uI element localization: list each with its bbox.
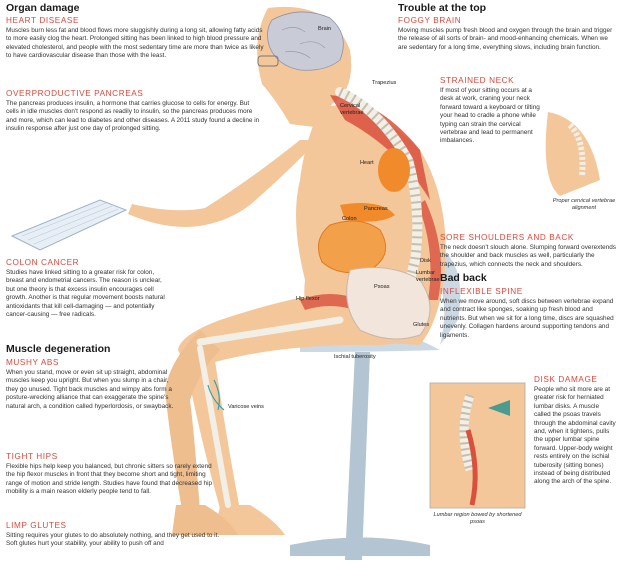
bad-back-title: Bad back bbox=[440, 272, 487, 284]
label-colon: Colon bbox=[342, 216, 357, 222]
brain-graphic bbox=[267, 11, 344, 71]
disk-damage-text: People who sit more are at greater risk … bbox=[534, 386, 616, 486]
label-hip-flexor: Hip flexor bbox=[296, 296, 320, 302]
label-disk: Disk bbox=[420, 258, 431, 264]
label-heart: Heart bbox=[360, 160, 374, 166]
lumbar-inset bbox=[429, 382, 526, 509]
pancreas-text: The pancreas produces insulin, a hormone… bbox=[6, 100, 260, 133]
limp-glutes-heading: LIMP GLUTES bbox=[6, 521, 67, 530]
muscle-degeneration-title: Muscle degeneration bbox=[6, 343, 111, 355]
strained-neck-heading: STRAINED NECK bbox=[440, 76, 515, 85]
mushy-abs-text: When you stand, move or even sit up stra… bbox=[6, 369, 174, 410]
label-varicose: Varicose veins bbox=[228, 404, 264, 410]
limp-glutes-text: Sitting requires your glutes to do absol… bbox=[6, 532, 220, 548]
foggy-brain-text: Moving muscles pump fresh blood and oxyg… bbox=[398, 27, 613, 51]
lumbar-inset-caption: Lumbar region bowed by shortened psoas bbox=[433, 512, 522, 525]
neck-inset bbox=[545, 112, 600, 196]
organ-damage-title: Organ damage bbox=[6, 2, 80, 14]
strained-neck-text: If most of your sitting occurs at a desk… bbox=[440, 87, 540, 145]
label-pancreas: Pancreas bbox=[364, 206, 388, 212]
heart-disease-text: Muscles burn less fat and blood flows mo… bbox=[6, 27, 264, 60]
label-brain: Brain bbox=[318, 26, 332, 32]
tight-hips-heading: TIGHT HIPS bbox=[6, 452, 58, 461]
inflexible-spine-text: When we move around, soft discs between … bbox=[440, 298, 614, 339]
label-psoas: Psoas bbox=[374, 284, 390, 290]
colon-cancer-heading: COLON CANCER bbox=[6, 258, 80, 267]
heart-disease-heading: HEART DISEASE bbox=[6, 16, 80, 25]
label-lumbar: Lumbar vertebrae bbox=[416, 270, 440, 283]
organ-graphic bbox=[317, 148, 410, 274]
inflexible-spine-heading: INFLEXIBLE SPINE bbox=[440, 287, 523, 296]
label-trapezius: Trapezius bbox=[372, 80, 397, 86]
label-glutes: Glutes bbox=[413, 322, 430, 328]
tight-hips-text: Flexible hips help keep you balanced, bu… bbox=[6, 463, 213, 496]
colon-cancer-text: Studies have linked sitting to a greater… bbox=[6, 269, 165, 319]
label-ischial: Ischial tuberosity bbox=[334, 354, 376, 360]
muscle-graphic bbox=[300, 95, 442, 310]
pelvis-graphic bbox=[346, 267, 431, 340]
foggy-brain-heading: FOGGY BRAIN bbox=[398, 16, 462, 25]
trouble-top-title: Trouble at the top bbox=[398, 2, 487, 14]
pancreas-heading: OVERPRODUCTIVE PANCREAS bbox=[6, 89, 144, 98]
sore-shoulders-heading: SORE SHOULDERS AND BACK bbox=[440, 233, 574, 242]
label-cervical: Cervical vertebrae bbox=[340, 103, 364, 116]
bone-graphic bbox=[196, 316, 344, 508]
keyboard-graphic bbox=[10, 199, 128, 251]
disk-damage-heading: DISK DAMAGE bbox=[534, 375, 598, 384]
neck-inset-caption: Proper cervical vertebrae alignment bbox=[552, 198, 616, 211]
mushy-abs-heading: MUSHY ABS bbox=[6, 358, 60, 367]
sore-shoulders-text: The neck doesn't slouch alone. Slumping … bbox=[440, 244, 616, 268]
